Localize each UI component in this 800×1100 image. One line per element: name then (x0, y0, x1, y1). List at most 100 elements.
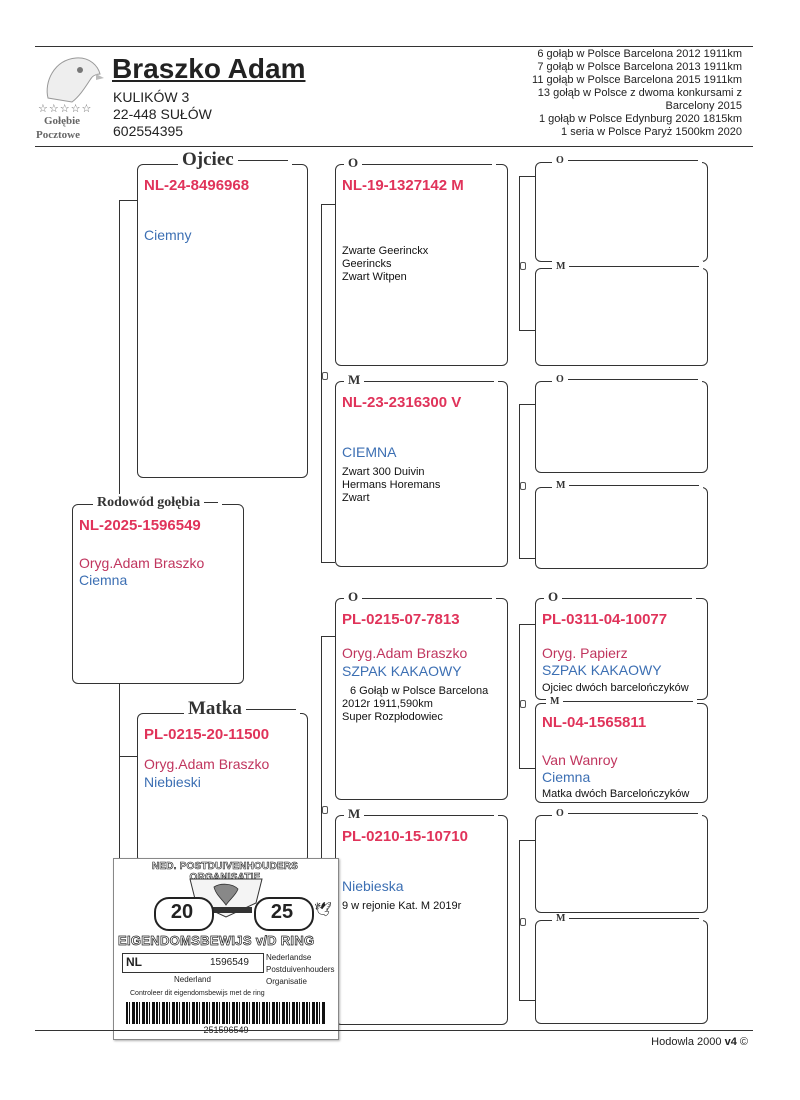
paternal-grandmother-ring: NL-23-2316300 V (342, 394, 462, 411)
achievements-list: 6 gołąb w Polsce Barcelona 2012 1911km 7… (442, 48, 742, 139)
paternal-grandmother-notes: Zwart 300 Duivin Hermans Horemans Zwart (342, 466, 441, 504)
great-grandparent-tag: O (552, 155, 702, 166)
subject-title: Rodowód gołębia (93, 494, 223, 512)
connector-knob (322, 372, 328, 380)
mother-origin: Oryg.Adam Braszko (144, 756, 270, 772)
maternal-grandfather-notes: 6 Gołąb w Polsce Barcelona 2012r 1911,59… (342, 685, 489, 723)
maternal-grandmother-ring: PL-0210-15-10710 (342, 828, 468, 845)
great-grandmother-color: Ciemna (542, 769, 591, 785)
grandparent-tag: O (344, 588, 497, 606)
owner-street: KULIKÓW 3 (113, 89, 190, 105)
connector (119, 756, 137, 757)
achievement-line: 7 gołąb w Polsce Barcelona 2013 1911km (537, 61, 742, 73)
great-grandmother-ring: NL-04-1565811 (542, 714, 647, 731)
subject-card[interactable]: Rodowód gołębia NL-2025-1596549 Oryg.Ada… (72, 494, 244, 684)
great-grandparent-card-empty[interactable]: M (535, 480, 708, 569)
footer-version: v4 (724, 1036, 737, 1048)
logo-line1: Gołębie (44, 115, 81, 127)
great-grandmother-notes: Matka dwóch Barcelończyków (542, 788, 690, 800)
connector (519, 768, 535, 769)
barcode (126, 1002, 326, 1024)
paternal-grandfather-ring: NL-19-1327142 M (342, 177, 464, 194)
great-grandparent-card-empty[interactable]: M (535, 913, 708, 1024)
paternal-grandfather-card[interactable]: O NL-19-1327142 M Zwarte Geerinckx Geeri… (335, 154, 508, 366)
maternal-grandmother-color: Niebieska (342, 878, 404, 894)
paternal-grandfather-notes: Zwarte Geerinckx Geerincks Zwart Witpen (342, 245, 429, 283)
great-grandparent-tag: M (552, 913, 704, 924)
great-grandfather-origin: Oryg. Papierz (542, 645, 628, 661)
maternal-grandfather-card[interactable]: O PL-0215-07-7813 Oryg.Adam Braszko SZPA… (335, 588, 508, 800)
connector (321, 204, 335, 205)
great-grandparent-tag: O (544, 588, 697, 606)
connector (519, 404, 535, 405)
father-color: Ciemny (144, 227, 192, 243)
subject-ring: NL-2025-1596549 (79, 517, 201, 534)
great-grandparent-card-empty[interactable]: O (535, 155, 708, 262)
connector (321, 636, 322, 1002)
connector (519, 624, 535, 625)
maternal-grandmother-card[interactable]: M PL-0210-15-10710 Niebieska 9 w rejonie… (335, 805, 508, 1025)
cert-npo-o: Organisatie (266, 977, 307, 986)
great-grandparent-tag: M (546, 696, 698, 707)
cert-year-left: 20 (170, 901, 194, 923)
grandparent-tag: M (344, 371, 499, 389)
subject-origin: Oryg.Adam Braszko (79, 555, 205, 571)
connector (519, 1000, 535, 1001)
achievement-line: Barcelony 2015 (665, 100, 742, 112)
maternal-grandmother-notes: 9 w rejonie Kat. M 2019r (342, 900, 462, 912)
connector-knob (520, 918, 526, 926)
cert-banner: EIGENDOMSBEWIJS v/D RING (118, 933, 315, 949)
great-grandparent-card-empty[interactable]: O (535, 808, 708, 913)
cert-year-left-badge (154, 897, 214, 931)
grandparent-tag: O (344, 154, 497, 172)
great-grandfather-ring: PL-0311-04-10077 (542, 611, 668, 628)
great-grandfather-notes: Ojciec dwóch barcelończyków (542, 682, 689, 694)
cert-number: 1596549 (210, 957, 249, 968)
cert-year-right: 25 (270, 901, 294, 923)
connector (519, 840, 520, 1000)
great-grandfather-card[interactable]: O PL-0311-04-10077 Oryg. Papierz SZPAK K… (535, 588, 708, 700)
connector (321, 204, 322, 562)
connector (321, 636, 335, 637)
connector (519, 624, 520, 768)
achievement-line: 6 gołąb w Polsce Barcelona 2012 1911km (537, 48, 742, 60)
cert-year-right-badge (254, 897, 314, 931)
connector (519, 840, 535, 841)
connector-knob (322, 806, 328, 814)
maternal-grandfather-origin: Oryg.Adam Braszko (342, 645, 468, 661)
mother-card[interactable]: Matka PL-0215-20-11500 Oryg.Adam Braszko… (137, 699, 308, 863)
logo-stars: ☆☆☆☆☆ (38, 102, 93, 115)
cert-note: Controleer dit eigendomsbewijs met de ri… (130, 990, 265, 997)
header-top-rule (35, 46, 753, 47)
footer-copyright: © (739, 1036, 748, 1048)
footer-rule (35, 1030, 753, 1031)
cert-npo-p: Postduivenhouders (266, 965, 335, 974)
great-grandparent-card-empty[interactable]: O (535, 374, 708, 473)
header-bottom-rule (35, 146, 753, 147)
cert-org: NED. POSTDUIVENHOUDERS ORGANISATIE (151, 861, 299, 884)
great-grandmother-origin: Van Wanroy (542, 752, 618, 768)
connector (119, 200, 137, 201)
footer: Hodowla 2000 v4 © (651, 1036, 748, 1048)
cert-country-name: Nederland (174, 975, 211, 984)
mother-title: Matka (184, 699, 300, 718)
connector (119, 200, 120, 502)
paternal-grandmother-card[interactable]: M NL-23-2316300 V CIEMNA Zwart 300 Duivi… (335, 371, 508, 567)
great-grandparent-tag: O (552, 808, 702, 819)
paternal-grandmother-color: CIEMNA (342, 444, 397, 460)
father-card[interactable]: Ojciec NL-24-8496968 Ciemny (137, 150, 308, 478)
great-grandparent-card-empty[interactable]: M (535, 261, 708, 366)
achievement-line: 11 gołąb w Polsce Barcelona 2015 1911km (532, 74, 742, 86)
logo: ☆☆☆☆☆ Gołębie Pocztowe (34, 52, 104, 144)
connector-knob (520, 700, 526, 708)
connector (519, 558, 535, 559)
mother-color: Niebieski (144, 774, 201, 790)
cert-country: NL (126, 955, 142, 969)
great-grandparent-tag: O (552, 374, 702, 385)
achievement-line: 1 seria w Polsce Paryż 1500km 2020 (561, 126, 742, 138)
pigeon-head-icon (46, 57, 104, 103)
father-ring: NL-24-8496968 (144, 177, 250, 194)
great-grandmother-card[interactable]: M NL-04-1565811 Van Wanroy Ciemna Matka … (535, 696, 708, 803)
achievement-line: 1 gołąb w Polsce Edynburg 2020 1815km (538, 113, 742, 125)
grandparent-tag: M (344, 805, 499, 823)
